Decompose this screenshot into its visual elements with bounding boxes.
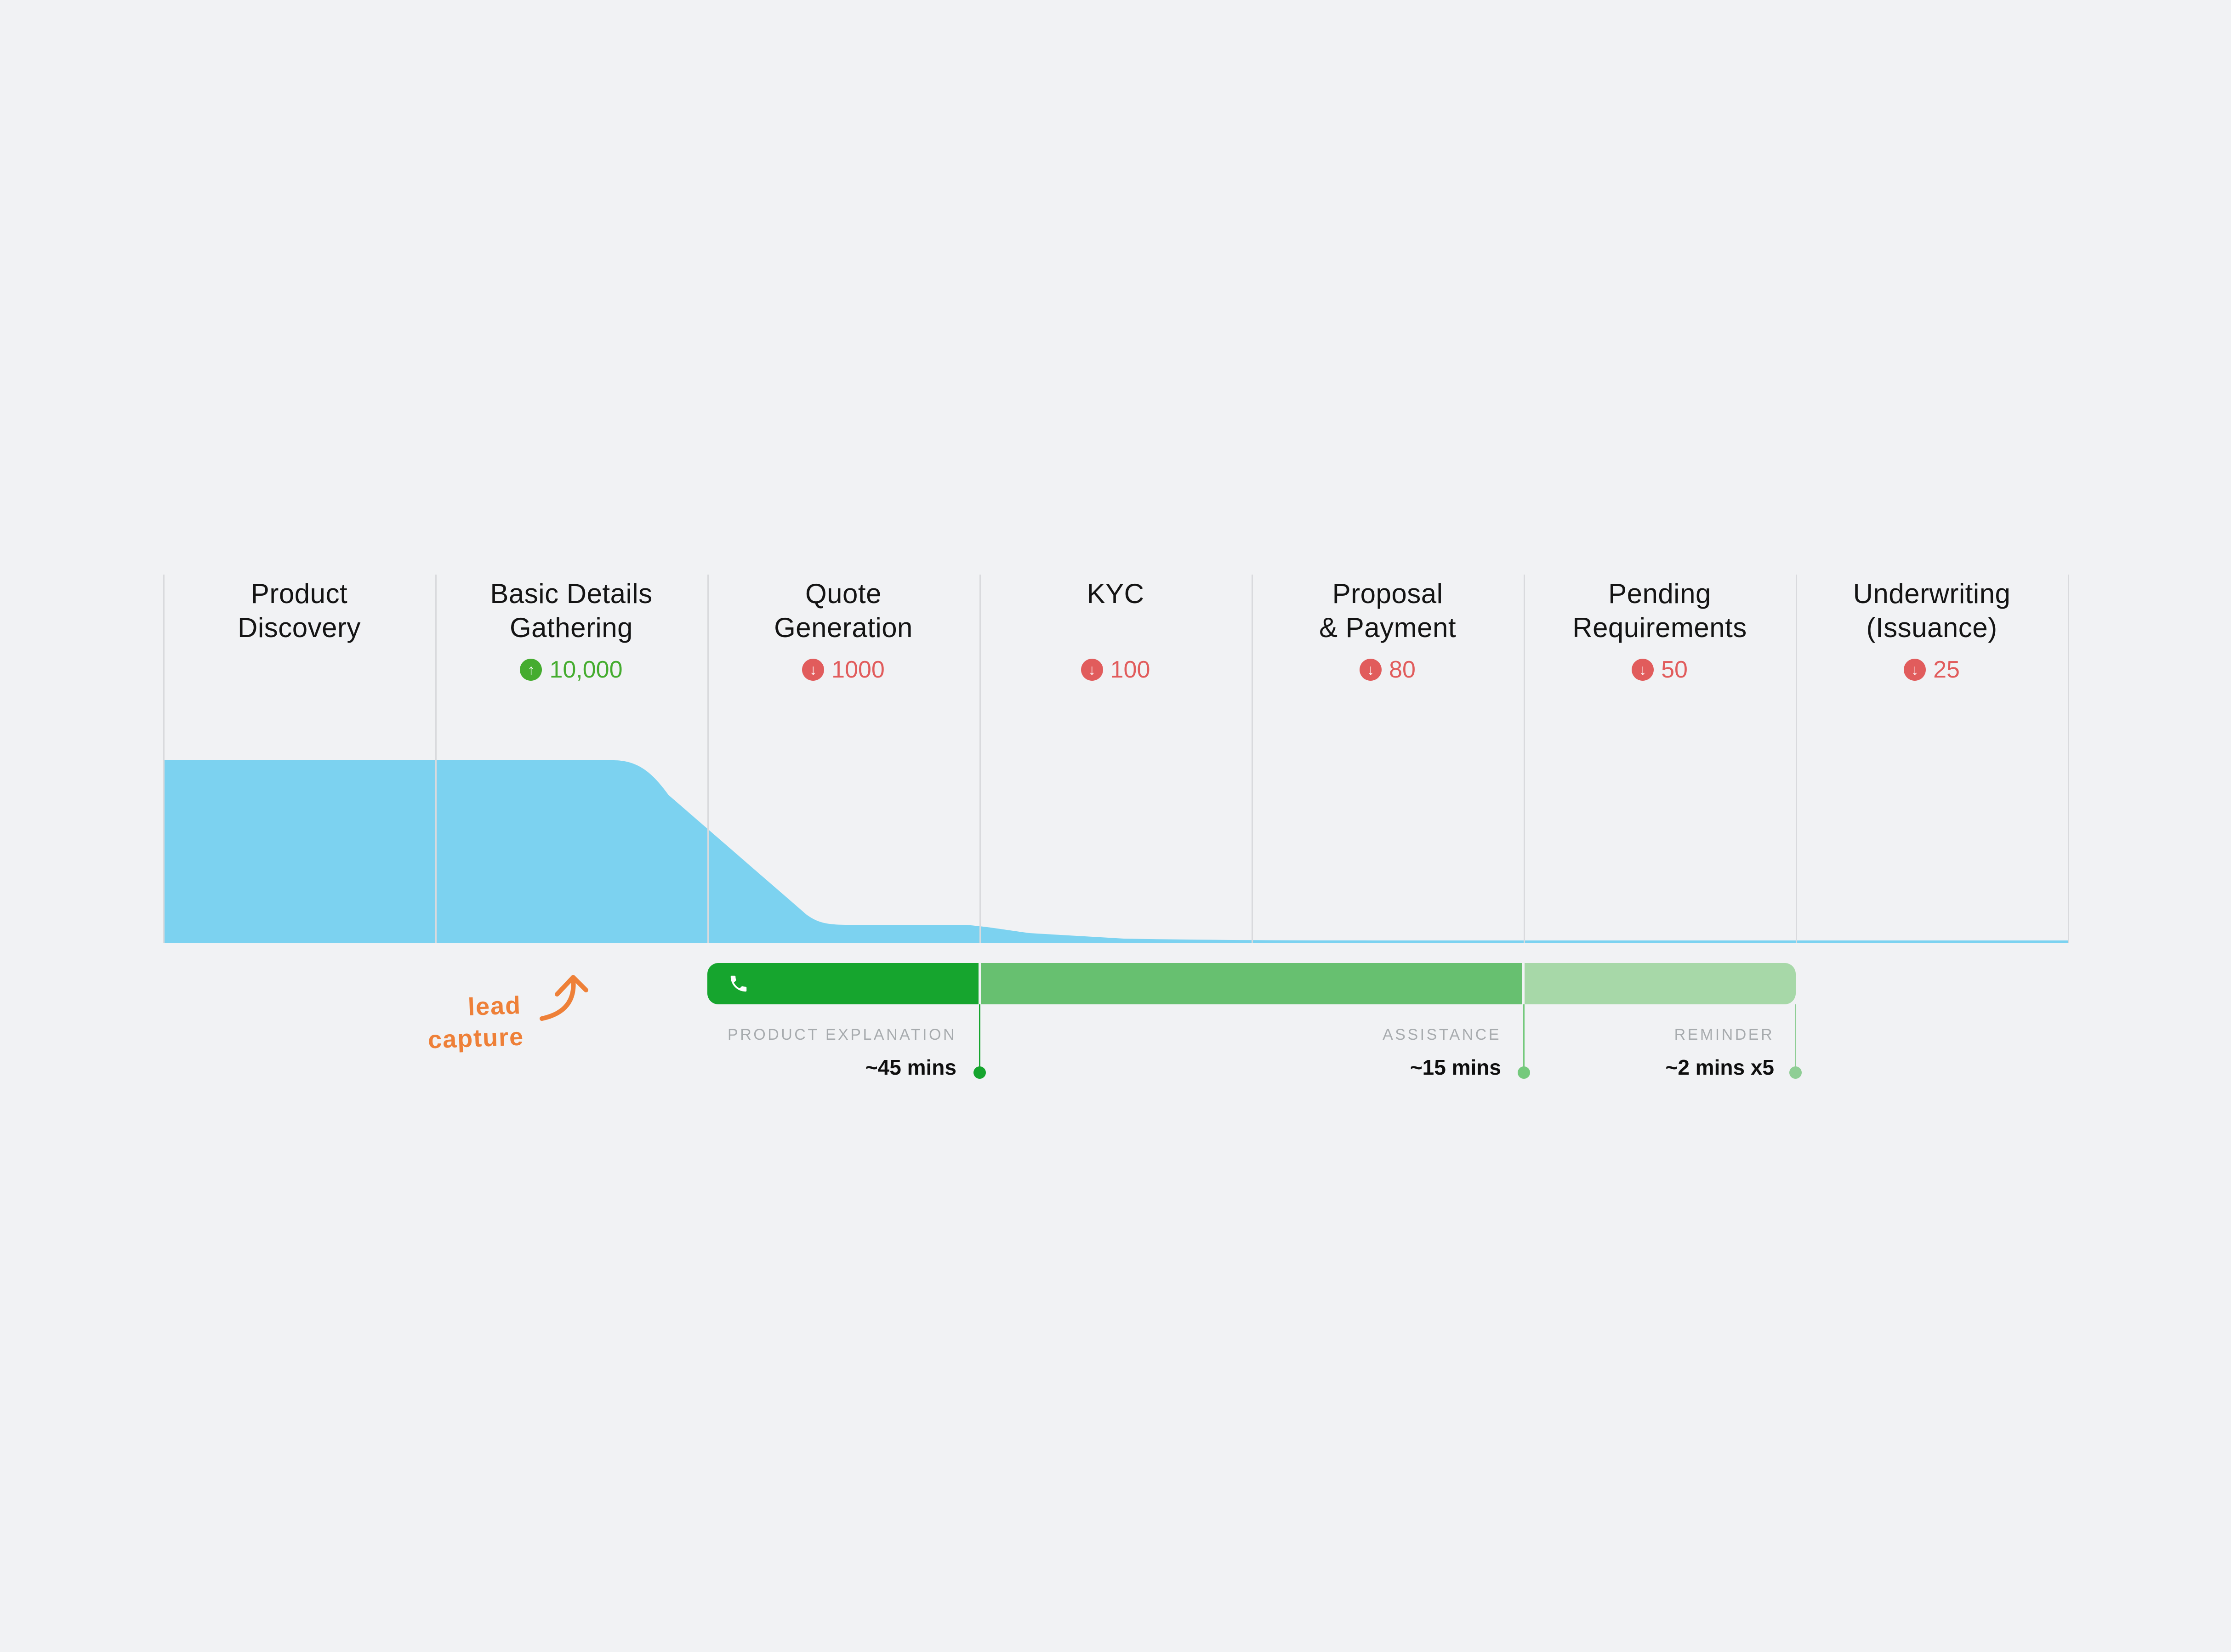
marker-line-reminder xyxy=(1795,1004,1796,1067)
column-divider xyxy=(435,575,437,943)
phase-name: PRODUCT EXPLANATION xyxy=(728,1026,956,1043)
stage-delta-badge: ↓ 50 xyxy=(1524,656,1796,684)
stage-underwriting: Underwriting(Issuance) ↓ 25 xyxy=(1796,577,2068,696)
stage-delta-value: 1000 xyxy=(831,656,885,683)
funnel-shape xyxy=(163,760,2069,943)
arrow-down-icon: ↓ xyxy=(1632,659,1654,681)
stage-delta-value: 100 xyxy=(1110,656,1150,683)
arrow-down-icon: ↓ xyxy=(1081,659,1103,681)
phase-name: ASSISTANCE xyxy=(1383,1026,1501,1043)
stage-delta-value: 80 xyxy=(1389,656,1416,683)
phone-icon xyxy=(730,975,747,992)
column-divider xyxy=(2068,575,2069,943)
phase-duration: ~2 mins x5 xyxy=(1665,1055,1774,1079)
timeline-label-reminder: REMINDER ~2 mins x5 xyxy=(1425,1026,1774,1080)
marker-dot-assistance xyxy=(1518,1066,1530,1079)
stage-delta-value: 50 xyxy=(1661,656,1688,683)
stage-delta-badge: ↓ 100 xyxy=(979,656,1252,684)
column-divider xyxy=(1252,575,1253,943)
phase-name: REMINDER xyxy=(1674,1026,1774,1043)
column-divider xyxy=(1796,575,1797,943)
phase-duration: ~45 mins xyxy=(865,1055,956,1079)
stage-delta-badge: ↑ 10,000 xyxy=(435,656,707,684)
marker-dot-product-explanation xyxy=(973,1066,986,1079)
marker-dot-reminder xyxy=(1789,1066,1802,1079)
stage-delta-badge: ↓ 25 xyxy=(1796,656,2068,684)
phase-duration: ~15 mins xyxy=(1410,1055,1501,1079)
arrow-down-icon: ↓ xyxy=(802,659,825,681)
timeline-label-assistance: ASSISTANCE ~15 mins xyxy=(1152,1026,1501,1080)
timeline-label-product-explanation: PRODUCT EXPLANATION ~45 mins xyxy=(607,1026,956,1080)
stage-title: Underwriting(Issuance) xyxy=(1853,578,2011,643)
stage-title: KYC xyxy=(1087,578,1144,609)
timeline-segment-product-explanation xyxy=(707,963,979,1004)
stage-delta-value: 10,000 xyxy=(549,656,623,683)
stage-delta-badge: ↓ 1000 xyxy=(707,656,979,684)
timeline-segment-assistance xyxy=(981,963,1522,1004)
stage-title: Proposal& Payment xyxy=(1319,578,1456,643)
column-divider xyxy=(163,575,165,943)
column-divider xyxy=(1524,575,1525,943)
arrow-up-icon: ↑ xyxy=(520,659,542,681)
stage-delta-badge: ↓ 80 xyxy=(1252,656,1524,684)
arrow-down-icon: ↓ xyxy=(1904,659,1926,681)
column-divider xyxy=(707,575,709,943)
stage-kyc: KYC ↓ 100 xyxy=(979,577,1252,696)
stage-delta-value: 25 xyxy=(1933,656,1960,683)
column-divider xyxy=(979,575,981,943)
stage-proposal-payment: Proposal& Payment ↓ 80 xyxy=(1252,577,1524,696)
marker-line-product-explanation xyxy=(979,1004,980,1067)
arrow-down-icon: ↓ xyxy=(1360,659,1382,681)
marker-line-assistance xyxy=(1523,1004,1525,1067)
timeline-segment-reminder xyxy=(1525,963,1796,1004)
